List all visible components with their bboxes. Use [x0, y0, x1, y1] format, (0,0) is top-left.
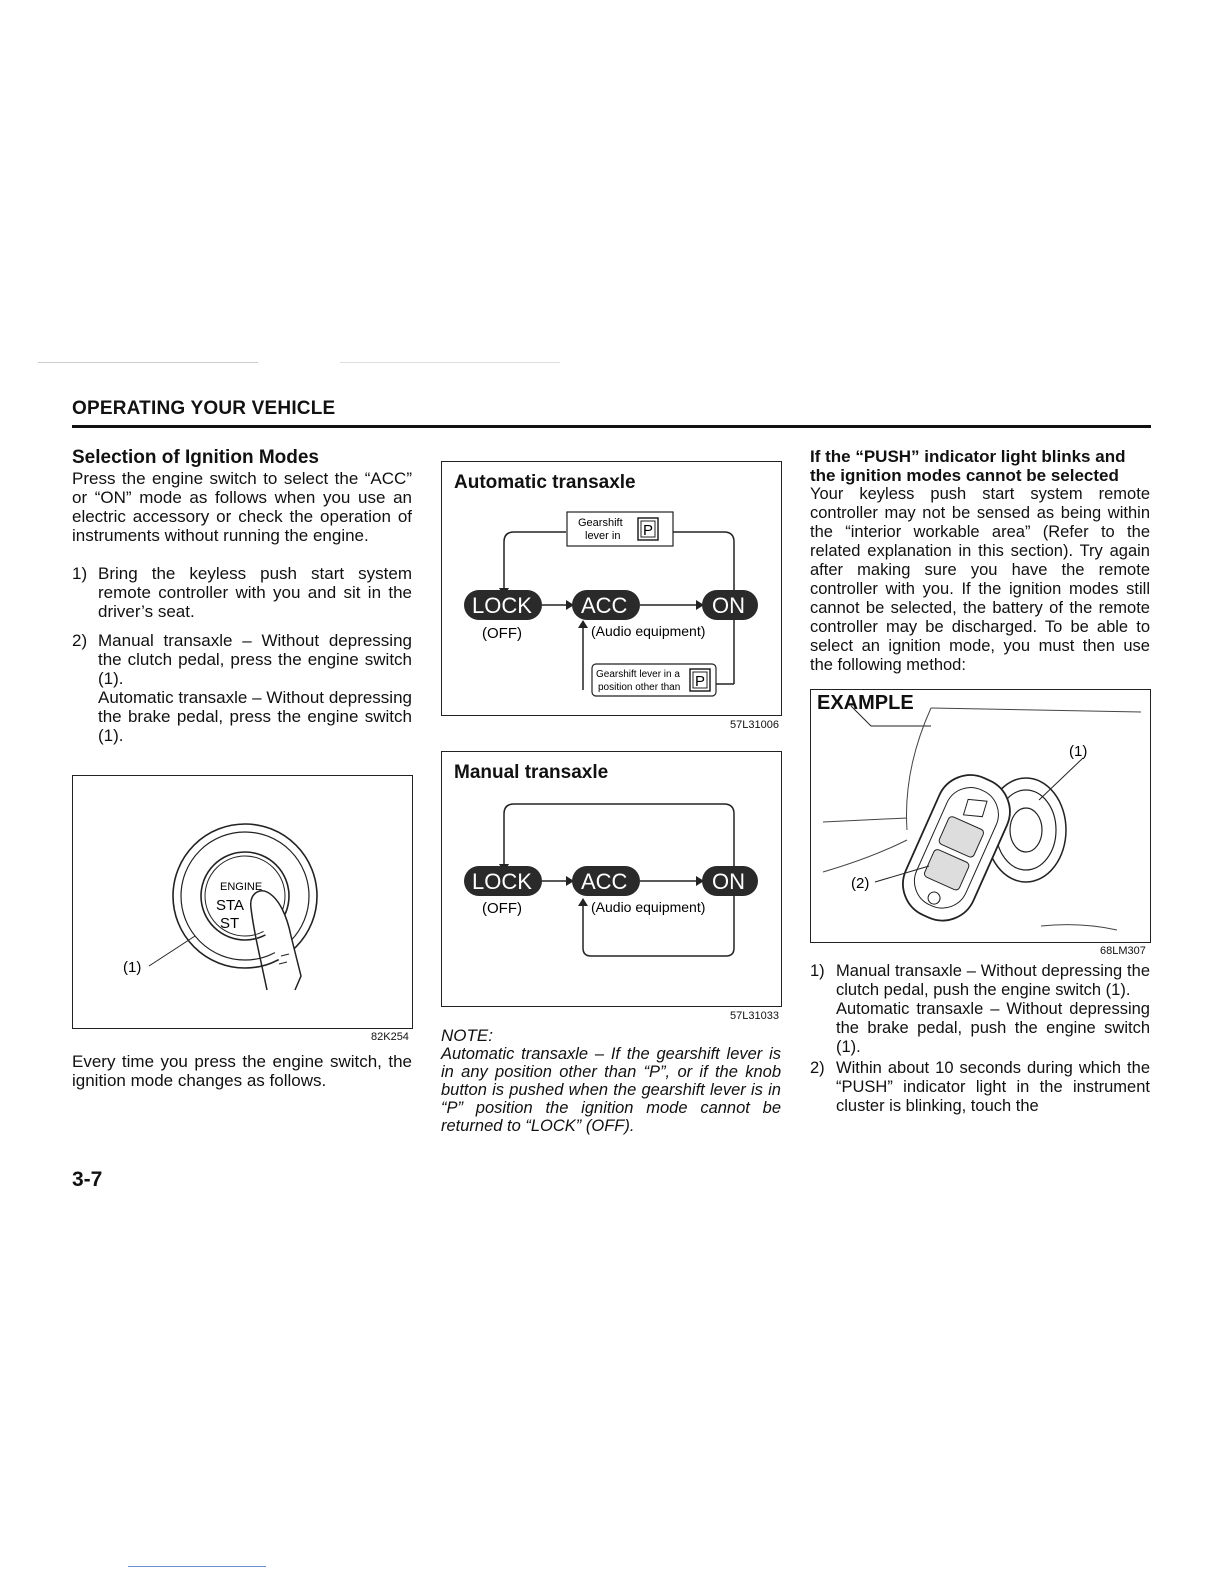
step-number: 1): [72, 564, 88, 583]
top-box-line1: Gearshift: [578, 517, 623, 529]
step-text-automatic: Automatic transaxle – Without depressing…: [98, 688, 412, 745]
on-label: ON: [712, 869, 745, 894]
right-steps: 1) Manual transaxle – Without depressing…: [810, 962, 1150, 1126]
bottom-box-line1: Gearshift lever in a: [596, 669, 680, 680]
step-number: 1): [810, 962, 825, 980]
right-column: If the “PUSH” indicator light blinks and…: [810, 447, 1150, 675]
audio-label: (Audio equipment): [591, 623, 705, 639]
list-item: 1) Bring the keyless push start system r…: [72, 564, 412, 621]
step-number: 2): [810, 1059, 825, 1077]
figure-code: 68LM307: [1100, 945, 1146, 957]
automatic-mode-diagram: Gearshift lever in P LOCK ACC ON (OFF) (…: [464, 511, 758, 697]
automatic-transaxle-figure: Automatic transaxle Gearshift lever in P…: [441, 461, 782, 716]
intro-paragraph: Press the engine switch to select the “A…: [72, 469, 412, 545]
manual-transaxle-figure: Manual transaxle LOCK ACC ON (OFF) (Audi…: [441, 751, 782, 1007]
engine-label: ENGINE: [220, 881, 262, 893]
step-text-automatic: Automatic transaxle – Without depressing…: [836, 1000, 1150, 1056]
after-paragraph: Every time you press the engine switch, …: [72, 1052, 412, 1090]
callout-1: (1): [1069, 743, 1087, 760]
figure-code: 57L31006: [730, 719, 779, 731]
acc-label: ACC: [581, 593, 628, 618]
lock-pill: [464, 590, 542, 620]
figure-code: 57L31033: [730, 1010, 779, 1022]
acc-label: ACC: [581, 869, 628, 894]
right-paragraph: Your keyless push start system remote co…: [810, 485, 1150, 674]
off-label: (OFF): [482, 900, 522, 917]
step-number: 2): [72, 631, 88, 650]
note-text: Automatic transaxle – If the gearshift l…: [441, 1045, 781, 1135]
step-text: Manual transaxle – Without depressing th…: [836, 962, 1150, 999]
after-figure-text: Every time you press the engine switch, …: [72, 1052, 412, 1090]
example-label: EXAMPLE: [817, 692, 914, 714]
example-figure: EXAMPLE (1) (2): [810, 689, 1151, 943]
note-label: NOTE:: [441, 1026, 493, 1045]
header-rule: [72, 425, 1151, 428]
lock-pill: [464, 866, 542, 896]
on-pill: [702, 866, 758, 896]
on-label: ON: [712, 593, 745, 618]
note-block: NOTE: Automatic transaxle – If the gears…: [441, 1026, 781, 1135]
p-label-bottom: P: [695, 673, 705, 690]
callout-2: (2): [851, 875, 869, 892]
acc-pill: [572, 590, 640, 620]
figure-code: 82K254: [371, 1031, 409, 1043]
section-subtitle: Selection of Ignition Modes: [72, 447, 319, 468]
start-label-partial: STA: [216, 897, 244, 914]
p-label: P: [643, 522, 653, 539]
scan-mark: [128, 1566, 266, 1567]
right-subtitle: If the “PUSH” indicator light blinks and…: [810, 447, 1126, 485]
manual-mode-diagram: LOCK ACC ON (OFF) (Audio equipment): [464, 803, 758, 957]
steps-list: 1) Bring the keyless push start system r…: [72, 564, 412, 745]
acc-pill: [572, 866, 640, 896]
section-title: OPERATING YOUR VEHICLE: [72, 398, 336, 419]
off-label: (OFF): [482, 625, 522, 642]
scan-mark: [38, 362, 258, 363]
figure-title: Manual transaxle: [454, 762, 609, 783]
step-text: Within about 10 seconds during which the…: [836, 1059, 1150, 1115]
scan-mark: [340, 362, 560, 363]
list-item: 2) Manual transaxle – Without depressing…: [72, 631, 412, 745]
figure-title: Automatic transaxle: [454, 472, 636, 493]
lock-label: LOCK: [472, 869, 532, 894]
step-text: Manual transaxle – Without depressing th…: [98, 631, 412, 688]
lock-label: LOCK: [472, 593, 532, 618]
audio-label: (Audio equipment): [591, 899, 705, 915]
callout-1: (1): [123, 959, 141, 976]
left-column: Selection of Ignition Modes Press the en…: [72, 447, 412, 755]
engine-switch-figure: ENGINE STA ST (1): [72, 775, 413, 1029]
steps-list: 1) Manual transaxle – Without depressing…: [810, 962, 1150, 1116]
stop-label-partial: ST: [220, 915, 239, 932]
on-pill: [702, 590, 758, 620]
engine-switch-illustration: ENGINE STA ST (1): [123, 823, 318, 991]
list-item: 2) Within about 10 seconds during which …: [810, 1059, 1150, 1116]
bottom-box-line2: position other than: [598, 682, 680, 693]
list-item: 1) Manual transaxle – Without depressing…: [810, 962, 1150, 1057]
step-text: Bring the keyless push start system remo…: [98, 564, 412, 621]
key-fob-illustration: (1) (2): [822, 705, 1142, 931]
top-box-line2: lever in: [585, 530, 620, 542]
page-number: 3-7: [72, 1168, 103, 1191]
